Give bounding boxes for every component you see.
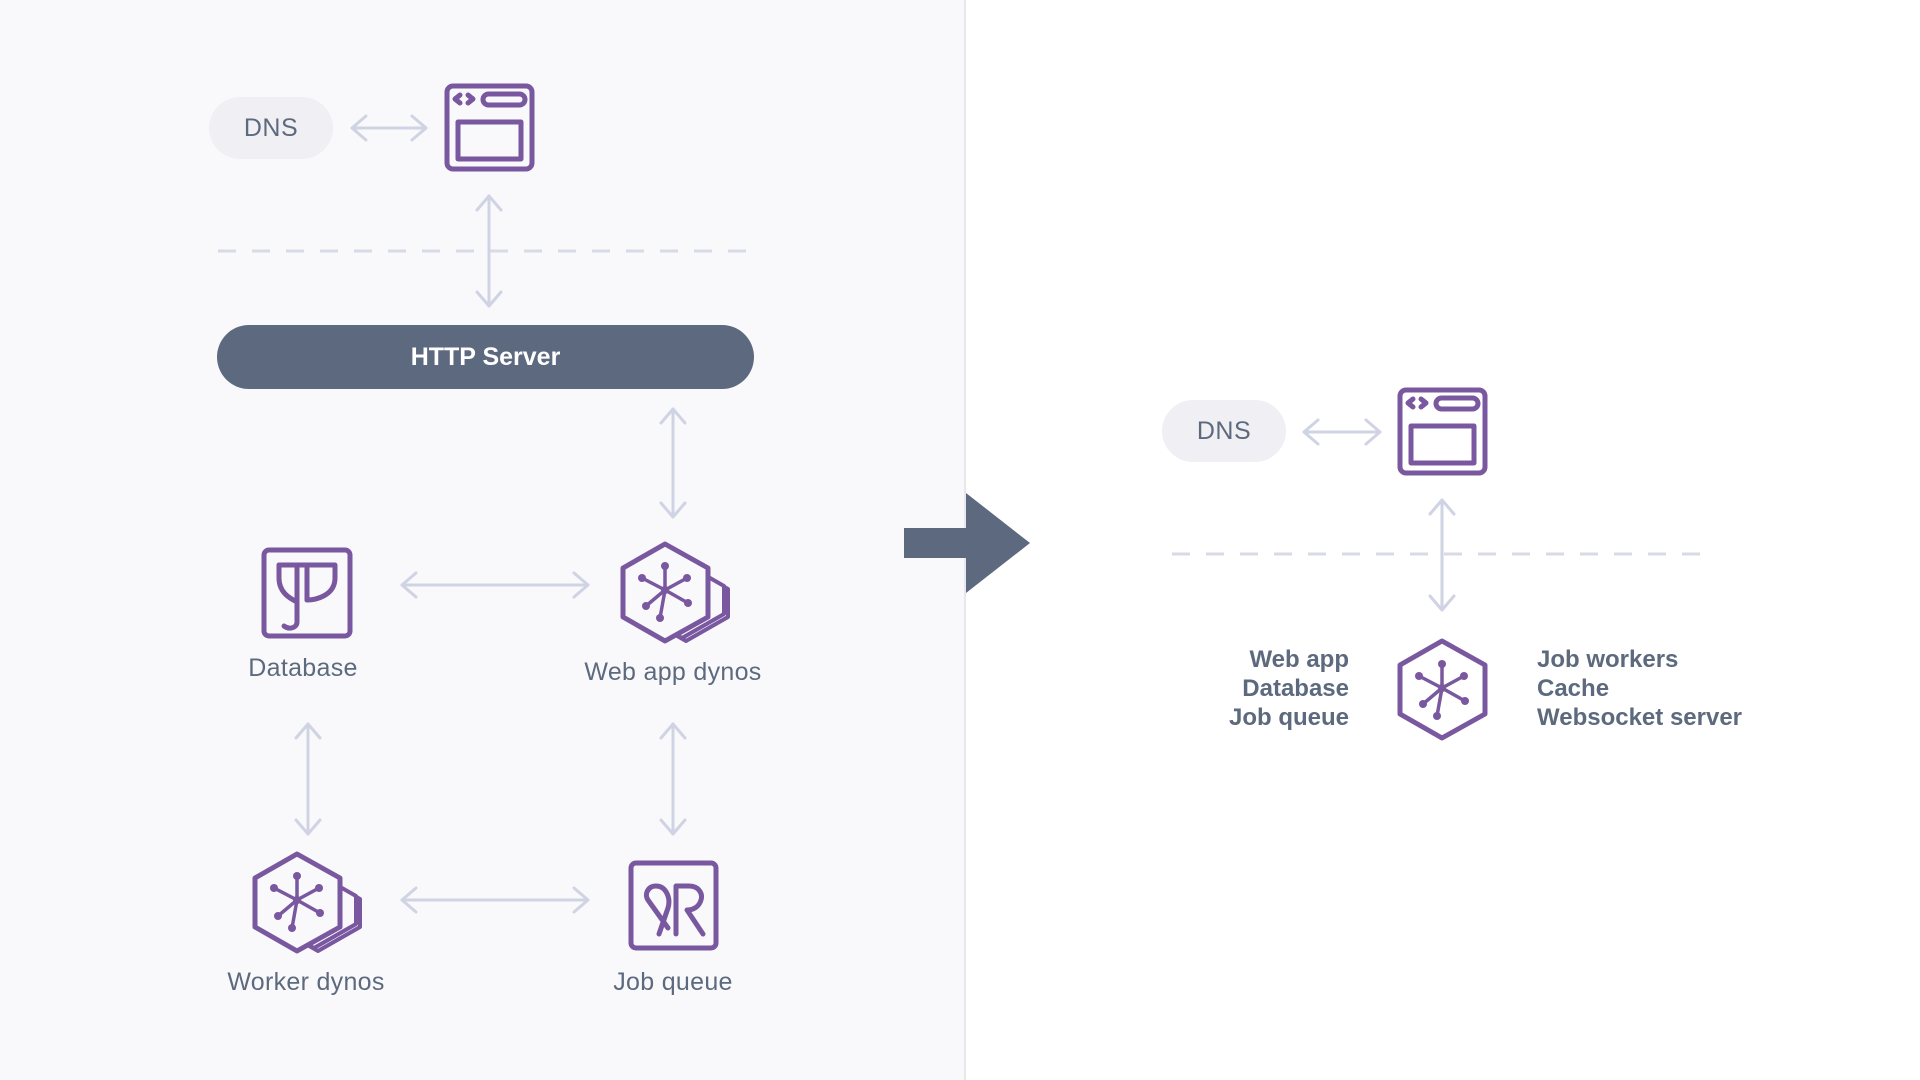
- web-app-dynos-label: Web app dynos: [584, 658, 762, 686]
- dyno-right-list: Job workers Cache Websocket server: [1537, 645, 1742, 732]
- worker-dynos-label: Worker dynos: [227, 968, 385, 996]
- list-item: Database: [1242, 675, 1349, 702]
- browser-window-icon: [1397, 387, 1488, 476]
- database-label: Database: [248, 654, 358, 682]
- worker-jobqueue-arrow: [400, 886, 590, 914]
- server-webapp-arrow: [659, 407, 687, 519]
- list-item: Job workers: [1537, 646, 1679, 673]
- redis-icon: [628, 860, 719, 951]
- dns-label: DNS: [243, 113, 299, 142]
- browser-dyno-arrow-right: [1428, 498, 1456, 612]
- list-item: Cache: [1537, 675, 1610, 702]
- dns-browser-arrow-right: [1302, 418, 1382, 446]
- http-server: HTTP Server: [217, 325, 754, 389]
- dyno-stack-icon: [620, 541, 730, 644]
- dyno-stack-icon: [252, 851, 362, 954]
- list-item: Web app: [1249, 646, 1349, 673]
- dns-pill-right: DNS: [1162, 400, 1286, 462]
- webapp-jobqueue-arrow: [659, 722, 687, 836]
- list-item: Websocket server: [1537, 704, 1743, 731]
- dyno-icon: [1397, 638, 1488, 741]
- job-queue-label: Job queue: [613, 968, 733, 996]
- http-server-label: HTTP Server: [410, 342, 561, 371]
- database-webapp-arrow: [400, 571, 590, 599]
- dyno-left-list: Web app Database Job queue: [1229, 645, 1349, 732]
- dns-pill: DNS: [209, 97, 333, 159]
- dns-browser-arrow: [350, 114, 428, 142]
- browser-server-arrow: [475, 194, 503, 308]
- transition-arrow-icon: [904, 493, 1030, 593]
- browser-window-icon: [444, 83, 535, 172]
- database-worker-arrow: [294, 722, 322, 836]
- postgres-icon: [261, 547, 353, 639]
- dns-label-right: DNS: [1196, 416, 1252, 445]
- list-item: Job queue: [1228, 704, 1349, 731]
